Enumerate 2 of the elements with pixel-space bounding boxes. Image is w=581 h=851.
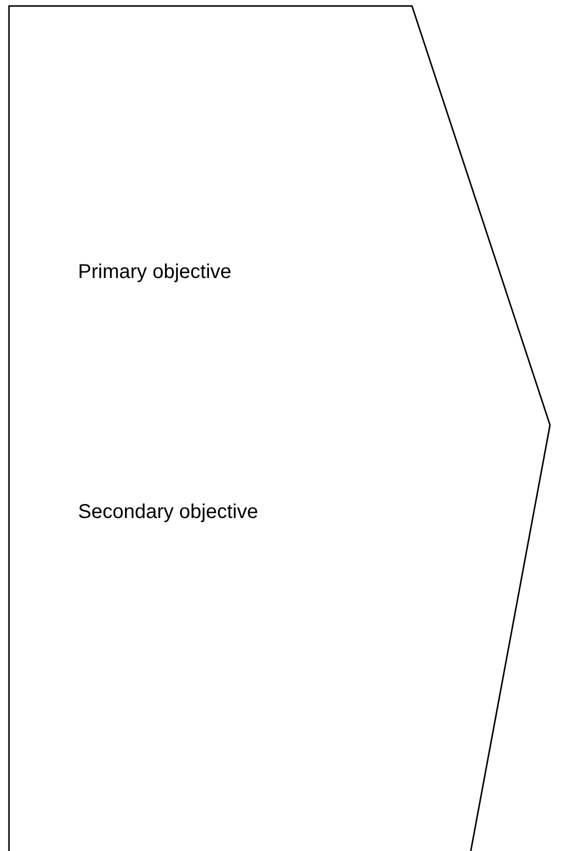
- objective-label: Secondary objective: [78, 501, 258, 524]
- objective-label: Primary objective: [78, 261, 232, 284]
